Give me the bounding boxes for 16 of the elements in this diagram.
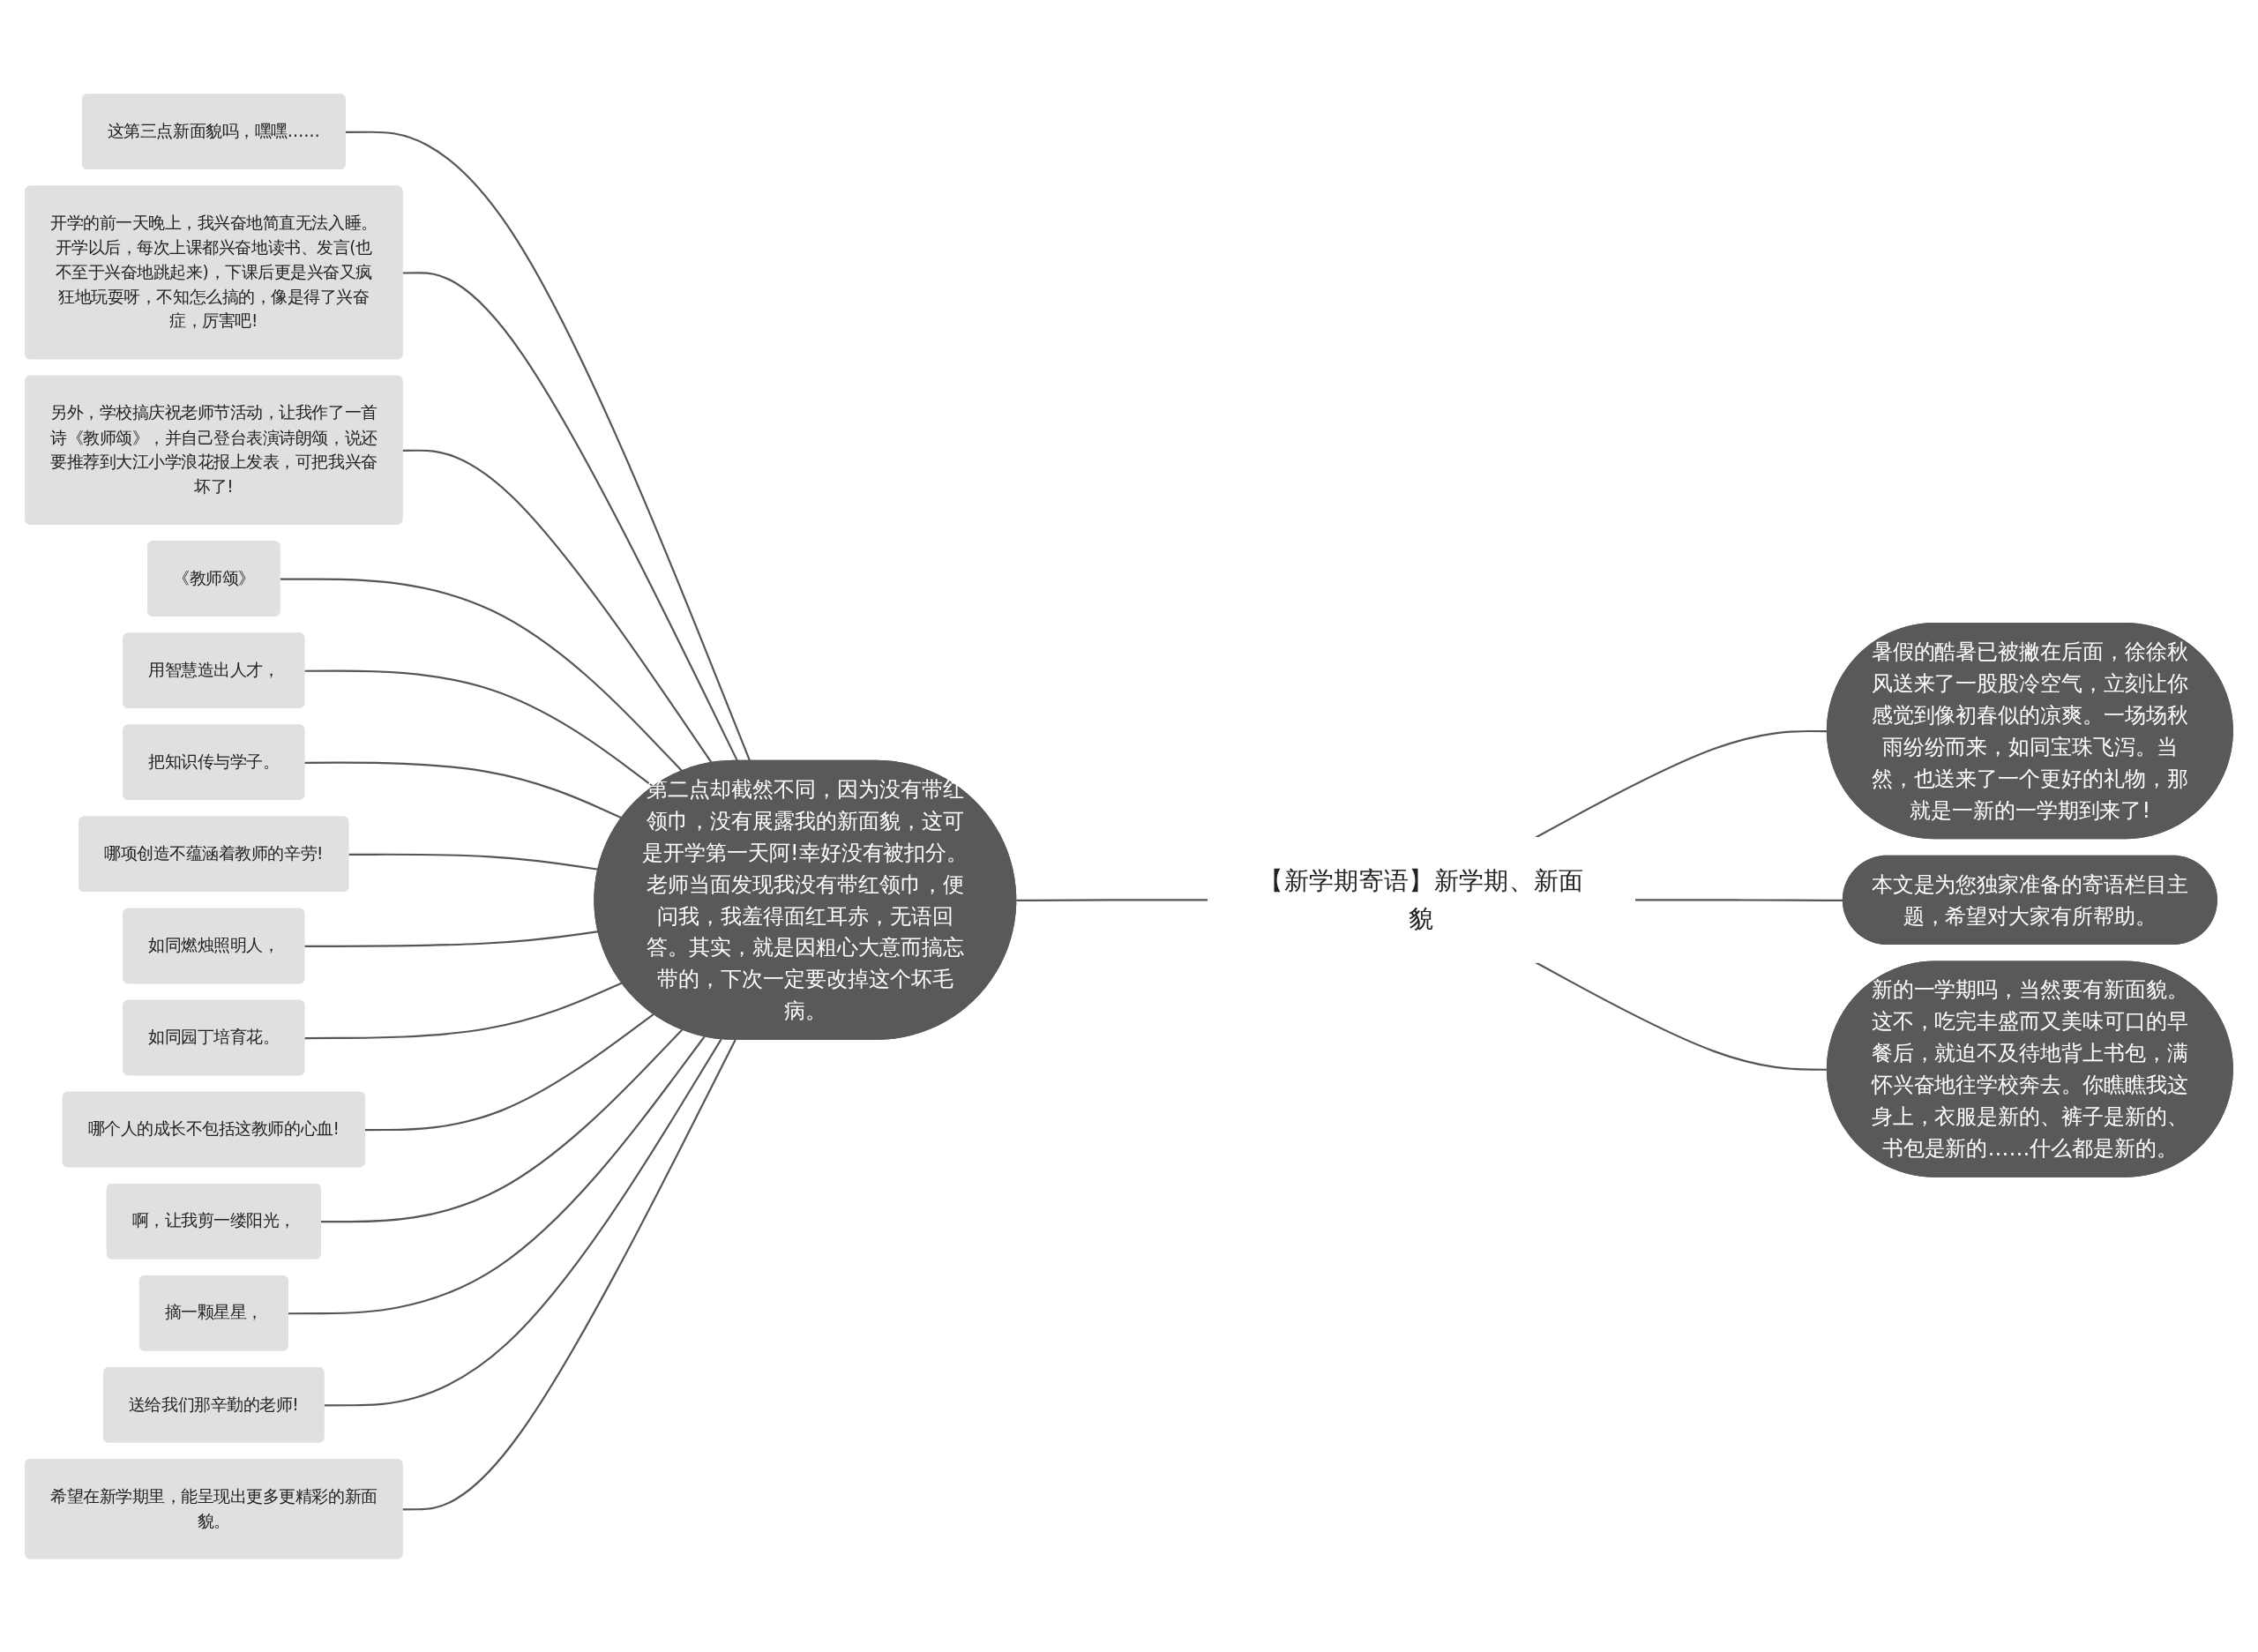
- connector: [324, 1038, 722, 1406]
- node-text: 【新学期寄语】新学期、新面貌: [1259, 865, 1584, 932]
- connector: [402, 1038, 736, 1510]
- connector: [1016, 898, 1208, 901]
- connector: [320, 1028, 684, 1222]
- connector: [304, 981, 623, 1039]
- connector: [402, 271, 739, 761]
- connector: [304, 669, 654, 788]
- connector: [345, 131, 751, 761]
- connector: [402, 449, 713, 764]
- connector: [364, 1013, 654, 1131]
- connector: [348, 853, 599, 871]
- connector: [304, 930, 599, 947]
- connector: [288, 1035, 706, 1314]
- connector: [1634, 898, 1843, 901]
- connector: [280, 577, 684, 772]
